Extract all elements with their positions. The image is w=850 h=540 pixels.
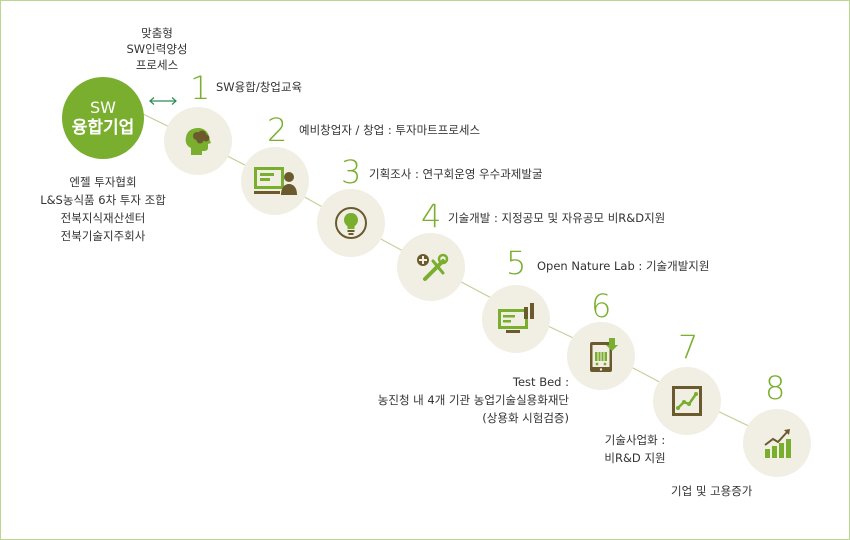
step-label-1: SW융합/창업교육 — [216, 80, 303, 94]
hub-line1: SW — [90, 98, 116, 117]
step-number-6: 6 — [591, 287, 612, 325]
presentation-person-icon — [254, 167, 297, 195]
step-label-4: 기술개발 : 지정공모 및 자유공모 비R&D지원 — [448, 211, 666, 225]
step-number-5: 5 — [506, 244, 527, 282]
step-node-4 — [397, 233, 465, 301]
tools-icon — [417, 253, 449, 281]
partner-line1: 엔젤 투자협회 — [69, 175, 137, 189]
step-node-2 — [241, 147, 309, 215]
step-node-7 — [653, 367, 721, 435]
step-number-3: 3 — [341, 153, 362, 191]
top-note-line1: 맞춤형 — [141, 26, 173, 40]
top-note-line3: 프로세스 — [135, 58, 179, 72]
tablet-cart-icon — [590, 338, 618, 372]
growth-bars-icon — [764, 429, 791, 458]
step-label-8: 기업 및 고용증가 — [671, 484, 753, 498]
step-number-4: 4 — [421, 197, 442, 235]
step-number-1: 1 — [190, 69, 211, 107]
step-label-6: Test Bed : 농진청 내 4개 기관 농업기술실용화재단 (상용화 시험… — [331, 373, 569, 427]
double-arrow-icon — [149, 97, 177, 105]
step-label-7-line1: 기술사업화 : — [604, 433, 666, 447]
step-node-8 — [743, 409, 811, 477]
step-label-6-line1: Test Bed : — [512, 375, 569, 389]
monitor-chart-icon — [498, 303, 534, 333]
top-note-line2: SW인력양성 — [126, 42, 188, 56]
step-label-2: 예비창업자 / 창업 : 투자마트프로세스 — [299, 123, 481, 137]
step-node-1 — [164, 107, 232, 175]
step-label-6-line2: 농진청 내 4개 기관 농업기술실용화재단 — [377, 393, 569, 407]
partner-line2: L&S농식품 6차 투자 조합 — [40, 193, 166, 207]
partner-line4: 전북기술지주회사 — [60, 229, 146, 243]
hub-circle: SW 융합기업 — [62, 77, 144, 159]
step-node-3 — [317, 189, 385, 257]
step-number-8: 8 — [765, 369, 786, 407]
step-node-6 — [567, 322, 635, 390]
step-number-7: 7 — [678, 328, 699, 366]
line-chart-icon — [672, 386, 702, 416]
top-note: 맞춤형 SW인력양성 프로세스 — [119, 25, 195, 73]
lightbulb-icon — [335, 207, 367, 239]
partner-list: 엔젤 투자협회 L&S농식품 6차 투자 조합 전북지식재산센터 전북기술지주회… — [21, 173, 185, 245]
step-label-6-line3: (상용화 시험검증) — [482, 411, 569, 425]
step-number-2: 2 — [267, 111, 288, 149]
step-node-5 — [482, 285, 550, 353]
partner-line3: 전북지식재산센터 — [60, 211, 146, 225]
hub-line2: 융합기업 — [71, 118, 135, 138]
step-label-3: 기획조사 : 연구회운영 우수과제발굴 — [369, 167, 543, 181]
step-label-5: Open Nature Lab : 기술개발지원 — [537, 259, 710, 273]
head-idea-icon — [185, 128, 211, 155]
step-label-7: 기술사업화 : 비R&D 지원 — [589, 431, 681, 467]
step-label-7-line2: 비R&D 지원 — [604, 451, 666, 465]
